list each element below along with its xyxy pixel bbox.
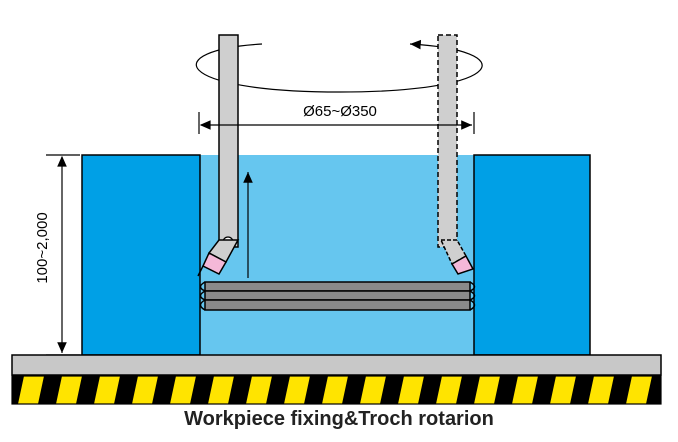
pipe-workpiece — [199, 281, 476, 311]
hazard-stripe-bar — [11, 375, 662, 405]
diameter-label: Ø65~Ø350 — [303, 103, 377, 120]
height-dimension: 100~2,000 — [34, 154, 80, 356]
diagram-caption: Workpiece fixing&Troch rotarion — [184, 408, 494, 430]
diameter-dimension: Ø65~Ø350 — [198, 103, 475, 134]
left-torch — [197, 34, 240, 277]
height-label: 100~2,000 — [34, 212, 51, 283]
water-tank — [200, 155, 475, 355]
base-plate — [11, 354, 662, 376]
right-torch — [437, 34, 475, 275]
rotation-indicator — [195, 39, 483, 93]
left-fixture — [81, 154, 201, 356]
right-fixture — [473, 154, 591, 356]
